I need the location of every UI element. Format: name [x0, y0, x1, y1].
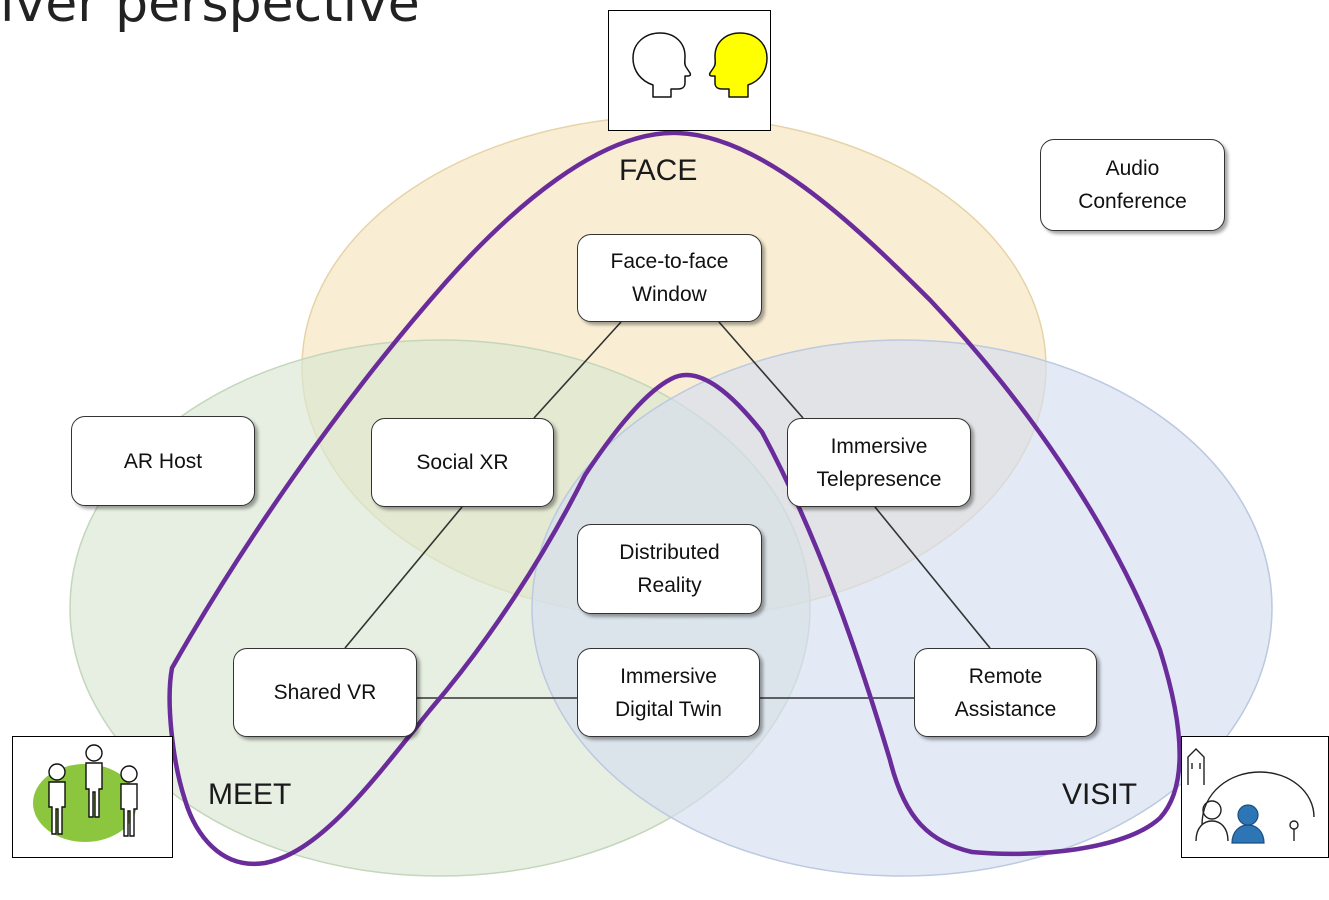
highlight-outer-loop [167, 130, 1182, 867]
people-group-icon [33, 744, 138, 842]
meet-icon-box [12, 736, 173, 858]
social-xr-node: Social XR [371, 418, 554, 507]
connector-face-social [533, 321, 622, 419]
remote-assistance-node: Remote Assistance [914, 648, 1097, 737]
distributed-reality-node: Distributed Reality [577, 524, 762, 614]
head-outline-icon [632, 32, 692, 98]
immersive-telepresence-node: Immersive Telepresence [787, 418, 971, 507]
audio-conference-node: Audio Conference [1040, 139, 1225, 231]
connector-face-telepresence [718, 321, 804, 419]
meet-region-label: MEET [208, 778, 292, 811]
connector-social-shared [344, 506, 463, 649]
face-to-face-window-node: Face-to-face Window [577, 234, 762, 322]
shared-vr-node: Shared VR [233, 648, 417, 737]
face-icon-graphic [632, 32, 768, 98]
face-icon-box [608, 10, 771, 131]
visit-region-ellipse [531, 339, 1273, 877]
ar-host-node: AR Host [71, 416, 255, 506]
visit-icon-box [1181, 736, 1329, 858]
connector-telepresence-remote [874, 506, 991, 649]
remote-visit-icon [1187, 748, 1315, 844]
immersive-digital-twin-node: Immersive Digital Twin [577, 648, 760, 737]
head-yellow-icon [708, 32, 768, 98]
visit-region-label: VISIT [1062, 778, 1138, 811]
connector-lines [344, 321, 991, 699]
face-region-label: FACE [619, 154, 698, 187]
page-heading: iver perspective [0, 0, 420, 34]
